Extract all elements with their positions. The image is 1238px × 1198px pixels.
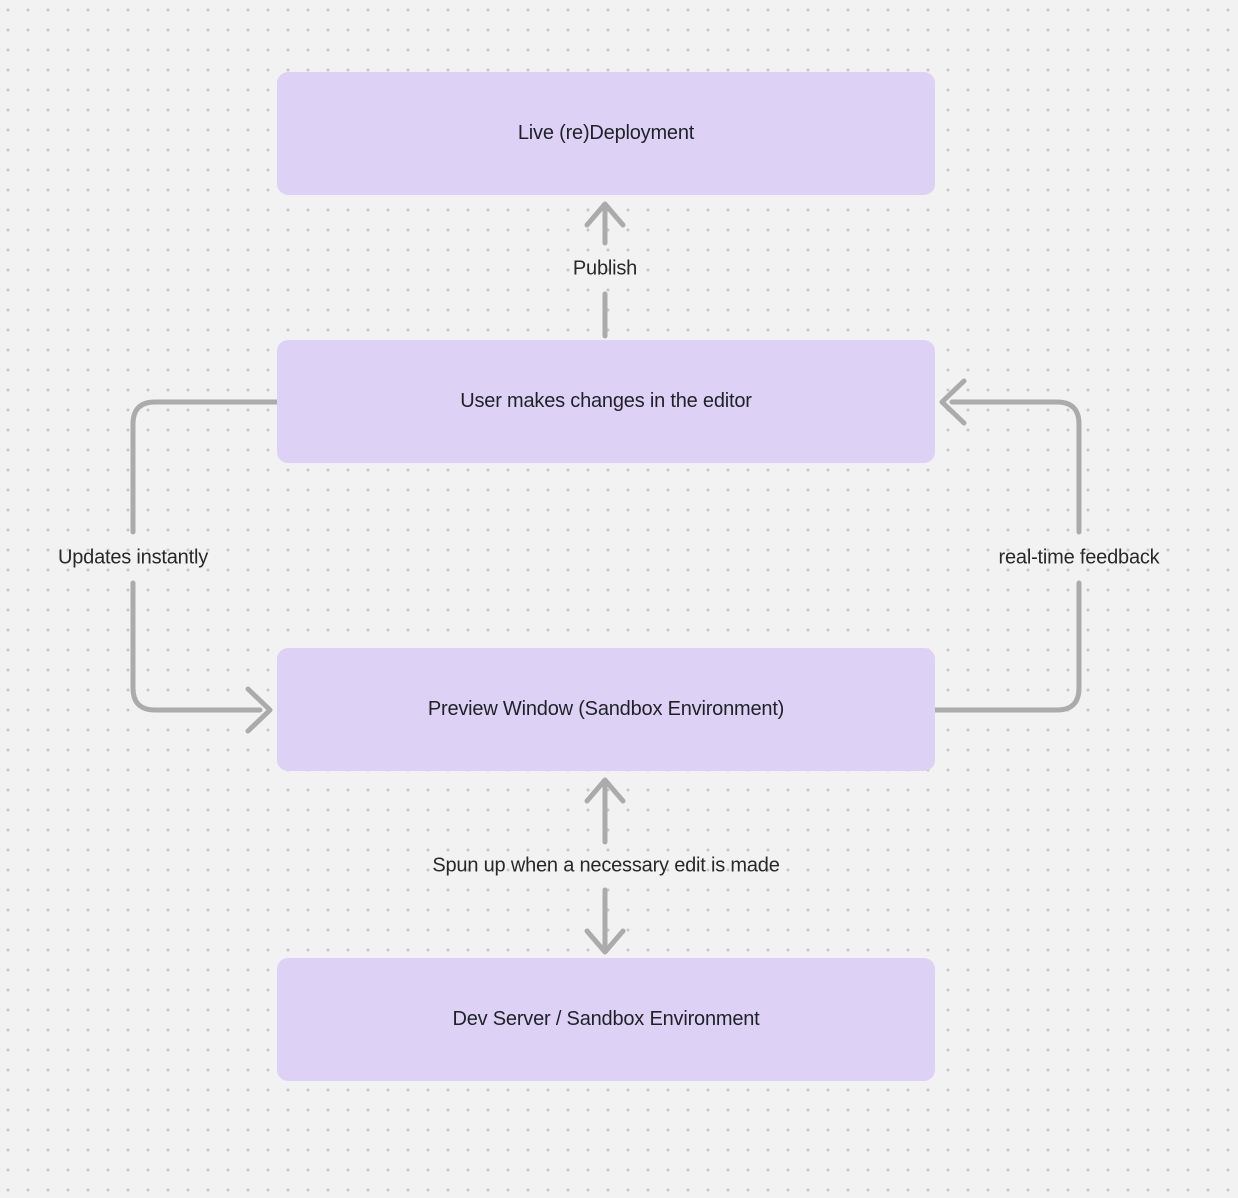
arrow-down-icon xyxy=(584,928,626,955)
node-live-redeployment-label: Live (re)Deployment xyxy=(517,122,695,144)
arrow-left-icon xyxy=(939,378,967,426)
edge-updates-bottom-segment xyxy=(130,580,263,713)
node-dev-server: Dev Server / Sandbox Environment xyxy=(277,958,935,1081)
node-user-editor: User makes changes in the editor xyxy=(277,340,935,463)
node-live-redeployment: Live (re)Deployment xyxy=(277,72,935,195)
arrow-up-icon xyxy=(584,777,626,804)
edge-feedback-top-segment xyxy=(949,399,1082,535)
arrow-right-icon xyxy=(245,686,273,734)
edge-label-real-time-feedback: real-time feedback xyxy=(998,546,1160,569)
node-user-editor-label: User makes changes in the editor xyxy=(460,390,752,412)
edge-feedback-bottom-segment xyxy=(932,580,1082,713)
edge-updates-top-segment xyxy=(130,399,280,535)
node-preview-window: Preview Window (Sandbox Environment) xyxy=(277,648,935,771)
edge-label-spun-up: Spun up when a necessary edit is made xyxy=(432,854,780,877)
edge-label-updates-instantly: Updates instantly xyxy=(57,546,209,569)
edge-real-time-feedback xyxy=(932,378,1082,713)
node-dev-server-label: Dev Server / Sandbox Environment xyxy=(452,1008,760,1030)
node-preview-window-label: Preview Window (Sandbox Environment) xyxy=(427,698,785,720)
arrow-up-icon xyxy=(584,201,626,228)
edge-label-publish: Publish xyxy=(572,257,638,280)
